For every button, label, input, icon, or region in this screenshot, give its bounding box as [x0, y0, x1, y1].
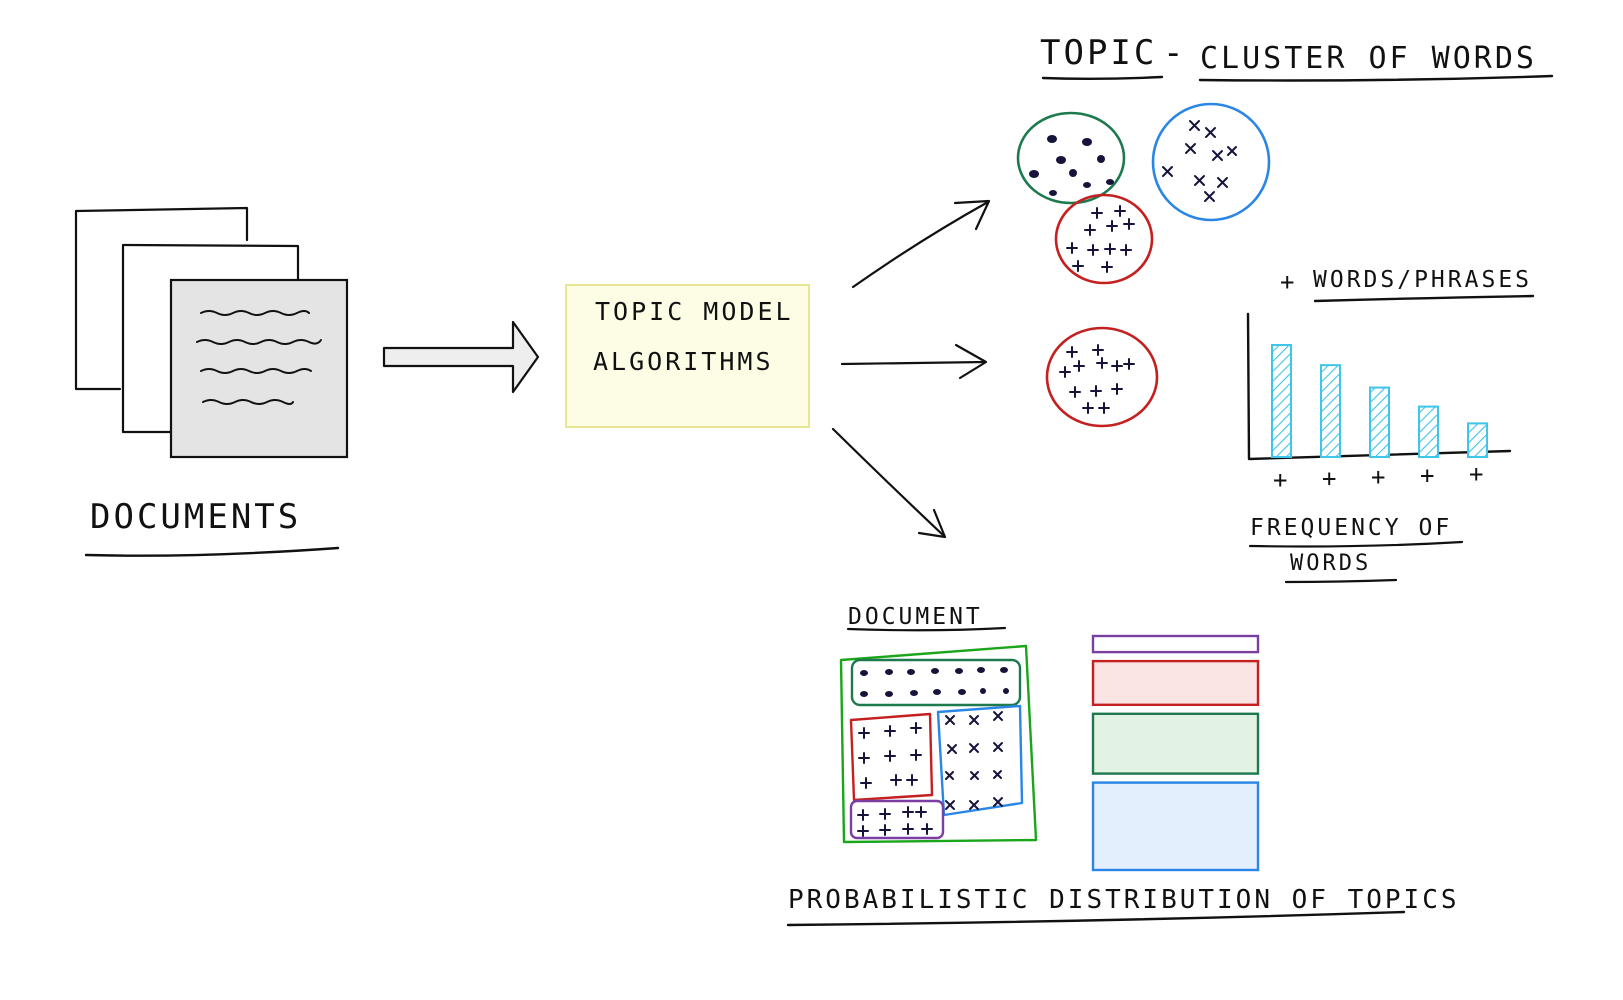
document-page-back	[74, 206, 249, 391]
frequency-axis-symbols: + + + + +	[1273, 460, 1486, 494]
document-red-topic-region	[849, 712, 934, 802]
document-label: DOCUMENT	[848, 604, 983, 630]
document-blue-topic-region	[936, 704, 1024, 817]
words-phrases-label: WORDS/PHRASES	[1313, 267, 1532, 293]
topic-model-algorithms-box	[565, 284, 810, 428]
text-line-squiggle	[200, 310, 310, 316]
frequency-bar	[1320, 364, 1341, 458]
text-line-squiggle	[200, 368, 312, 374]
frequency-underline-2	[1284, 578, 1398, 584]
frequency-axis-symbol: +	[1273, 466, 1290, 494]
frequency-axis-symbol: +	[1420, 462, 1437, 490]
algorithm-label-line2: ALGORITHMS	[593, 347, 774, 376]
frequency-bars	[1271, 344, 1488, 459]
topic-share-red	[1091, 659, 1260, 706]
topic-distribution-bars	[1091, 634, 1260, 872]
text-line-squiggle	[196, 339, 322, 345]
document-topic-mixture	[839, 644, 1038, 844]
document-page-front	[169, 278, 349, 459]
algorithm-label-line1: TOPIC MODEL	[595, 297, 794, 326]
text-line-squiggle	[202, 399, 294, 405]
cluster-red-plus-middle	[1045, 326, 1159, 428]
document-underline	[846, 626, 1007, 632]
documents-stack-icon	[74, 206, 349, 459]
words-phrases-underline	[1313, 294, 1535, 303]
documents-underline	[84, 546, 340, 557]
topic-title-cluster-of-words: CLUSTER OF WORDS	[1200, 41, 1537, 76]
topic-share-blue	[1091, 781, 1260, 872]
topic-title-topic: TOPIC	[1040, 33, 1157, 73]
frequency-label-line1: FREQUENCY OF	[1250, 515, 1452, 541]
frequency-underline-1	[1248, 540, 1464, 548]
frequency-bar	[1271, 344, 1292, 458]
frequency-bar	[1418, 405, 1439, 459]
frequency-label-line2: WORDS	[1290, 551, 1371, 576]
output-arrow-bottom-icon	[831, 427, 947, 539]
cluster-green-dots	[1016, 111, 1126, 205]
flow-arrow-icon	[382, 320, 540, 394]
document-page-middle	[121, 243, 300, 434]
words-phrases-plus: +	[1280, 268, 1297, 296]
distribution-label: PROBABILISTIC DISTRIBUTION OF TOPICS	[788, 885, 1460, 915]
frequency-bar	[1467, 422, 1488, 458]
topic-share-green	[1091, 712, 1260, 775]
distribution-underline	[786, 910, 1406, 927]
output-arrow-middle-icon	[840, 343, 988, 380]
frequency-axis-symbol: +	[1371, 463, 1388, 491]
topic-title-dash: -	[1163, 33, 1186, 73]
topic-share-purple	[1091, 634, 1260, 654]
frequency-bar	[1369, 386, 1390, 458]
cluster-blue-crosses	[1151, 102, 1271, 222]
document-purple-topic-region	[849, 799, 945, 840]
frequency-axis-symbol: +	[1322, 465, 1339, 493]
topic-underline	[1041, 75, 1164, 80]
documents-label: DOCUMENTS	[90, 497, 301, 537]
cluster-red-plus-top	[1054, 193, 1154, 285]
frequency-axis-symbol: +	[1469, 460, 1486, 488]
output-arrow-top-icon	[851, 199, 991, 289]
document-green-topic-region	[850, 658, 1022, 707]
cluster-underline	[1198, 74, 1554, 82]
document-boundary	[839, 644, 1038, 844]
